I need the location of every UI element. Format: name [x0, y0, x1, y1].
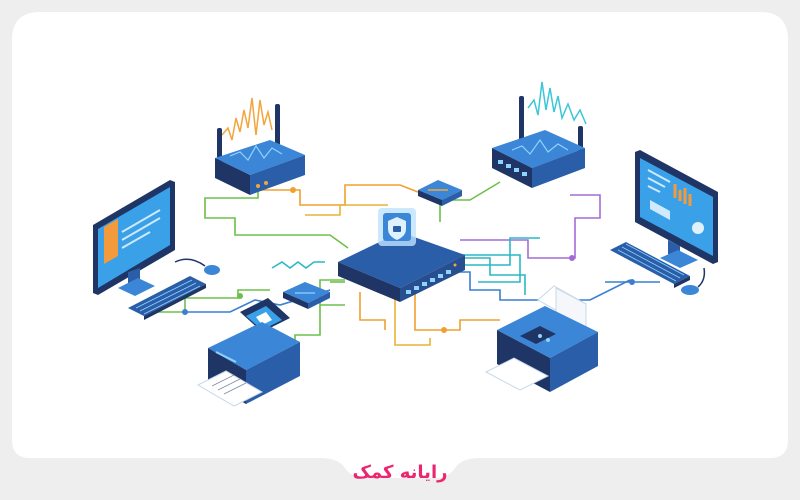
junction-dots	[182, 187, 635, 333]
printer-left	[196, 298, 300, 407]
link-card-left-desktop	[140, 289, 270, 313]
keyboard-left	[128, 276, 206, 316]
link-router-right-desktop	[460, 194, 601, 259]
signal-wave-right	[527, 81, 587, 125]
brand-logo: رایانه کمک	[352, 461, 448, 483]
switch-ports	[406, 270, 451, 294]
mouse-left	[204, 265, 220, 275]
desktop-right	[610, 150, 718, 295]
card-module-left	[283, 282, 330, 309]
link-switch-printer-right-2	[414, 285, 500, 331]
link-switch-printer-left	[359, 292, 386, 330]
central-switch	[338, 208, 465, 302]
link-router-right-switch	[439, 181, 501, 222]
signal-wave-left	[221, 97, 273, 141]
link-switch-printer-right	[440, 257, 526, 295]
link-teal-zigzag	[271, 261, 325, 269]
router-left	[215, 97, 305, 195]
link-switch-top	[305, 204, 388, 216]
card-module-top	[418, 180, 462, 206]
security-shield-icon	[378, 208, 416, 246]
keyboard-right	[610, 242, 690, 284]
link-teal-loop	[440, 254, 521, 283]
link-router-left-switch	[204, 190, 349, 249]
link-switch-right-2	[455, 237, 540, 266]
printer-right	[484, 285, 598, 392]
router-right	[492, 81, 587, 188]
link-switch-down	[394, 290, 431, 346]
desktop-left	[93, 180, 220, 320]
mouse-right	[681, 285, 699, 295]
link-switch-desktop-right	[445, 271, 631, 301]
